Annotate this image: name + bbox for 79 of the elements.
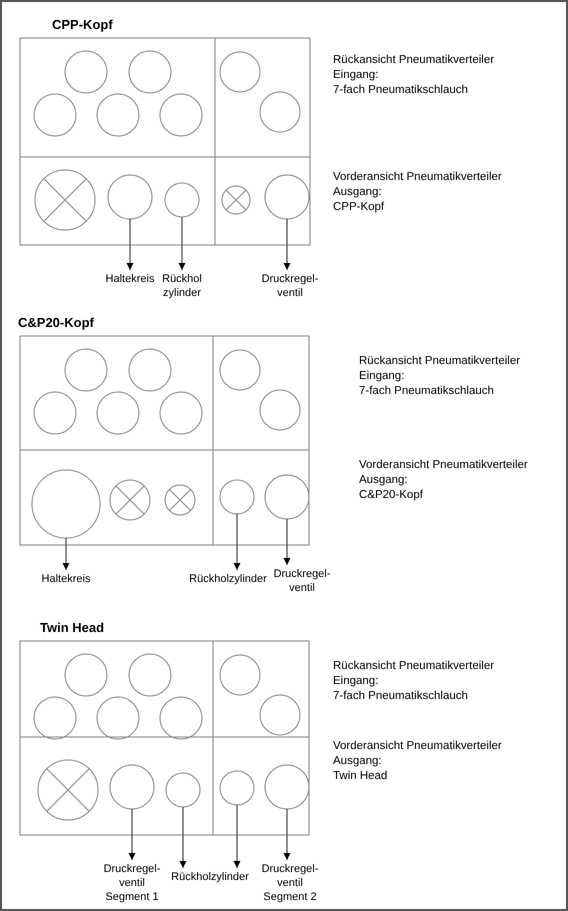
- arrow: [234, 804, 240, 868]
- view-description: Eingang:: [333, 68, 378, 82]
- port-circle: [220, 654, 260, 696]
- view-description: 7-fach Pneumatikschlauch: [333, 83, 468, 97]
- view-description: Twin Head: [333, 769, 388, 783]
- port-circle: [260, 92, 300, 132]
- closed-port-symbol: [222, 186, 250, 214]
- view-description: Rückansicht Pneumatikverteiler: [359, 354, 520, 368]
- port-circle: [64, 348, 108, 392]
- view-description: Eingang:: [333, 674, 378, 688]
- closed-port-symbol: [164, 484, 196, 516]
- arrow: [180, 806, 186, 868]
- component-label: Druckregel- ventil: [271, 567, 333, 595]
- distributor-panel: [20, 336, 310, 546]
- port-circle: [264, 764, 310, 810]
- arrow: [178, 216, 186, 270]
- component-label: Druckregel- ventil Segment 2: [257, 862, 323, 904]
- view-description: Vorderansicht Pneumatikverteiler: [333, 739, 502, 753]
- arrow: [284, 518, 290, 566]
- arrow: [128, 808, 136, 860]
- port-circle: [108, 174, 152, 220]
- component-label: Haltekreis: [102, 272, 158, 286]
- arrow: [284, 218, 290, 270]
- component-label: Druckregel- ventil Segment 1: [99, 862, 165, 904]
- port-circle: [96, 94, 140, 136]
- view-description: Ausgang:: [359, 473, 408, 487]
- distributor-panel: [20, 38, 310, 246]
- view-description: CPP-Kopf: [333, 200, 384, 214]
- view-description: 7-fach Pneumatikschlauch: [359, 384, 494, 398]
- component-label: Haltekreis: [36, 572, 96, 586]
- port-circle: [96, 392, 140, 434]
- arrow: [234, 514, 240, 570]
- view-description: C&P20-Kopf: [359, 488, 423, 502]
- port-circle: [260, 390, 300, 430]
- port-circle: [260, 694, 300, 736]
- port-circle: [220, 350, 260, 390]
- port-circle: [220, 770, 254, 806]
- view-description: 7-fach Pneumatikschlauch: [333, 689, 468, 703]
- port-circle: [64, 50, 108, 94]
- port-circle: [160, 392, 202, 434]
- port-circle: [64, 654, 108, 696]
- section-heading: C&P20-Kopf: [18, 316, 94, 330]
- port-circle: [264, 474, 310, 520]
- closed-port-symbol: [38, 760, 98, 820]
- distributor-panel: [20, 640, 310, 836]
- port-circle: [96, 696, 140, 740]
- port-circle: [128, 348, 172, 392]
- port-circle: [34, 94, 76, 136]
- closed-port-symbol: [110, 480, 150, 520]
- port-circle: [32, 470, 100, 538]
- port-circle: [128, 50, 172, 94]
- view-description: Ausgang:: [333, 754, 382, 768]
- view-description: Rückansicht Pneumatikverteiler: [333, 53, 494, 67]
- view-description: Ausgang:: [333, 185, 382, 199]
- arrow: [62, 538, 70, 570]
- port-circle: [34, 392, 76, 434]
- view-description: Eingang:: [359, 369, 404, 383]
- view-description: Vorderansicht Pneumatikverteiler: [333, 170, 502, 184]
- port-circle: [164, 182, 200, 218]
- component-label: Druckregel- ventil: [257, 272, 323, 300]
- port-circle: [110, 764, 154, 810]
- section-heading: Twin Head: [40, 621, 104, 635]
- port-circle: [166, 772, 200, 808]
- port-circle: [160, 94, 202, 136]
- port-circle: [264, 174, 310, 220]
- view-description: Vorderansicht Pneumatikverteiler: [359, 458, 528, 472]
- closed-port-symbol: [34, 170, 96, 230]
- arrow: [284, 808, 290, 860]
- component-label: Rückhol zylinder: [157, 272, 207, 300]
- arrow: [126, 218, 134, 270]
- port-circle: [160, 696, 202, 740]
- port-circle: [220, 480, 254, 514]
- port-circle: [34, 696, 76, 740]
- section-heading: CPP-Kopf: [52, 18, 113, 32]
- port-circle: [128, 654, 172, 696]
- port-circle: [220, 52, 260, 92]
- component-label: Rückholzylinder: [170, 870, 250, 884]
- view-description: Rückansicht Pneumatikverteiler: [333, 659, 494, 673]
- component-label: Rückholzylinder: [188, 572, 268, 586]
